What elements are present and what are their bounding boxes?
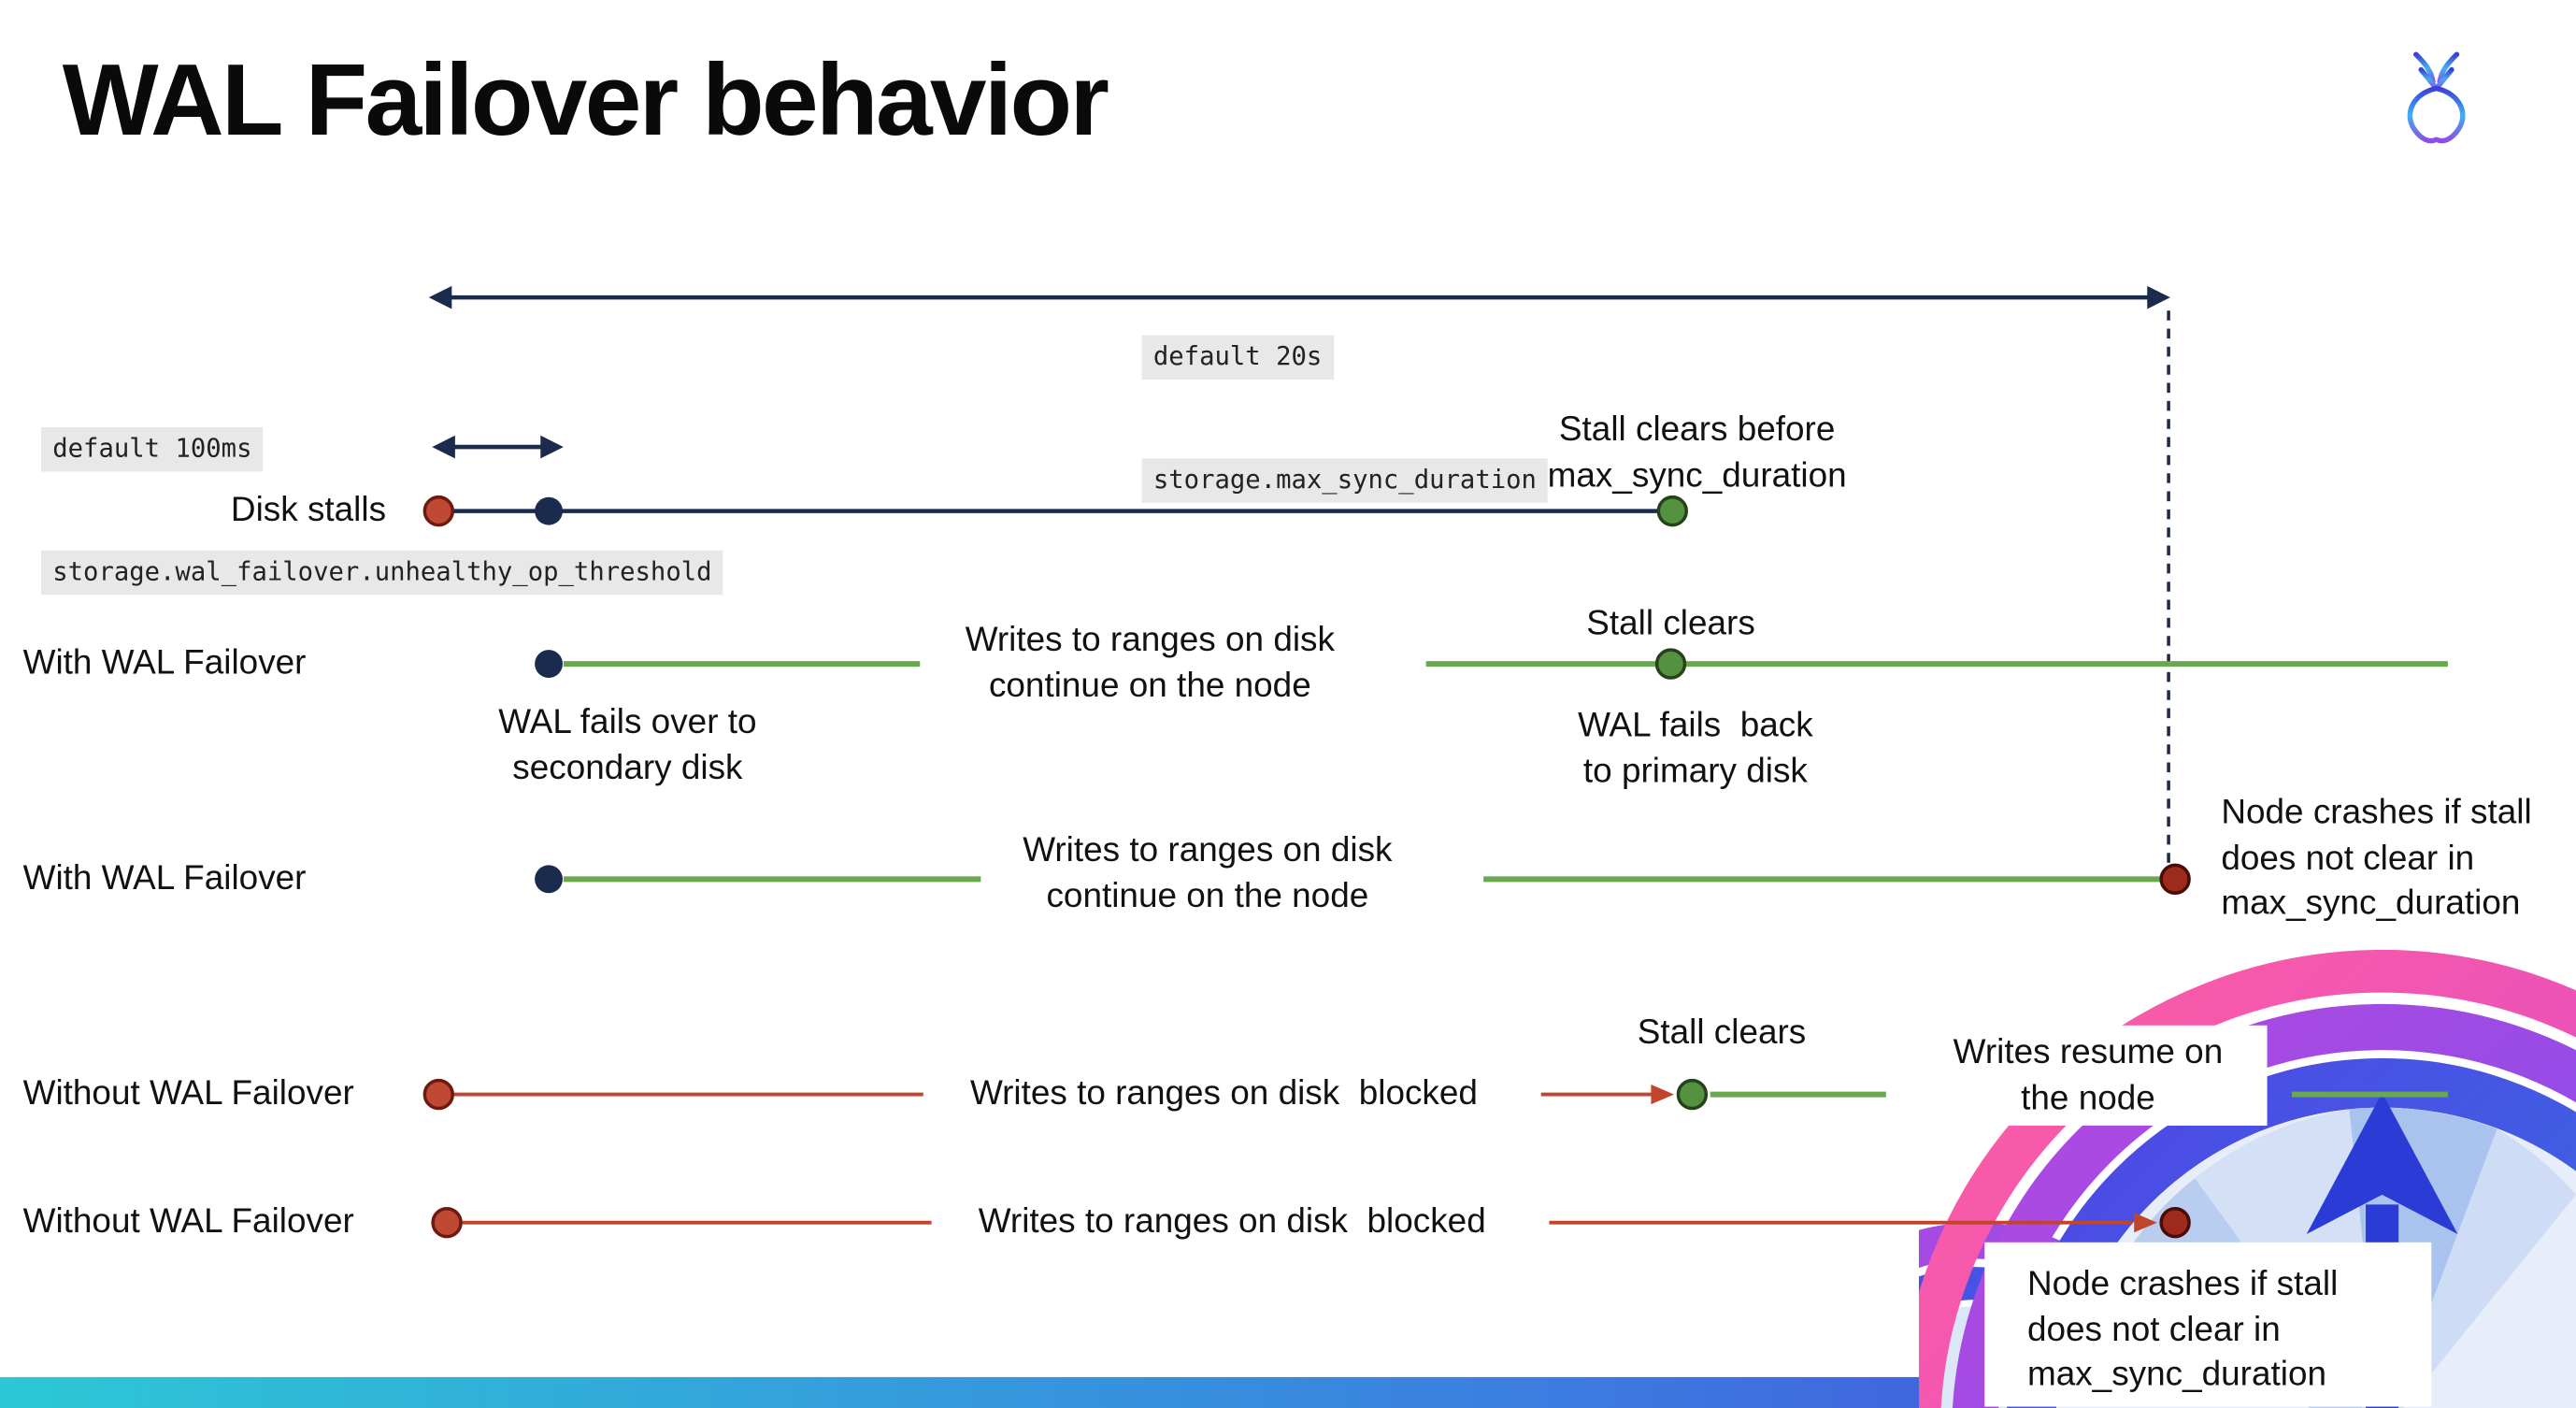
writes-resume-note: Writes resume on the node — [1909, 1025, 2268, 1127]
disk-stall-start-dot — [431, 1206, 463, 1239]
disk-stall-start-dot — [422, 495, 454, 527]
cockroachdb-logo-icon — [2394, 50, 2479, 153]
stall-clears-before-note: Stall clears before max_sync_duration — [1547, 410, 1847, 495]
arrowhead-right-icon — [1651, 1085, 1675, 1105]
timeline-without-failover-crashes — [431, 1206, 2191, 1239]
stall-clear-dot — [1656, 495, 1688, 527]
max-sync-duration-callout: default 20s storage.max_sync_duration — [1141, 256, 1549, 582]
stall-clear-dot — [1676, 1078, 1709, 1111]
node-crashes-note-1: Node crashes if stall does not clear in … — [2221, 793, 2532, 923]
wal-fails-back-note: WAL fails back to primary disk — [1578, 706, 1813, 790]
stall-clear-dot — [1654, 648, 1687, 680]
wal-fails-over-note: WAL fails over to secondary disk — [498, 703, 757, 787]
writes-continue-note-1: Writes to ranges on disk continue on the… — [965, 621, 1335, 705]
unhealthy-op-setting-label: storage.wal_failover.unhealthy_op_thresh… — [40, 550, 723, 596]
arrowhead-left-icon — [432, 435, 455, 459]
unhealthy-op-threshold-arrow — [432, 435, 564, 459]
writes-continue-note-2: Writes to ranges on disk continue on the… — [1023, 831, 1393, 915]
row-label-disk-stalls: Disk stalls — [230, 491, 387, 529]
unhealthy-op-default-label: default 100ms — [40, 427, 264, 472]
arrowhead-left-icon — [428, 285, 452, 309]
row-label-with-wal-failover-2: With WAL Failover — [22, 859, 307, 898]
row-label-with-wal-failover-1: With WAL Failover — [22, 644, 307, 682]
row-label-without-wal-failover-2: Without WAL Failover — [22, 1202, 354, 1242]
unhealthy-op-threshold-callout: default 100ms storage.wal_failover.unhea… — [40, 349, 723, 674]
node-crash-dot — [2159, 863, 2191, 896]
page-title: WAL Failover behavior — [62, 44, 1109, 158]
max-sync-default-label: default 20s — [1141, 335, 1334, 381]
failover-start-dot — [535, 650, 563, 679]
arrowhead-right-icon — [540, 435, 564, 459]
writes-blocked-note-1: Writes to ranges on disk blocked — [969, 1074, 1478, 1113]
threshold-reached-dot — [535, 496, 563, 525]
max-sync-setting-label: storage.max_sync_duration — [1141, 458, 1549, 504]
timeline-disk-stalls — [422, 495, 1688, 527]
arrowhead-right-icon — [2147, 285, 2170, 309]
stall-clears-note-2: Stall clears — [1637, 1013, 1807, 1052]
row-label-without-wal-failover-1: Without WAL Failover — [22, 1074, 354, 1113]
node-crashes-note-2: Node crashes if stall does not clear in … — [1984, 1242, 2432, 1407]
writes-blocked-note-2: Writes to ranges on disk blocked — [978, 1202, 1486, 1242]
disk-stall-start-dot — [422, 1078, 454, 1111]
timeline-with-failover-crashes — [535, 863, 2191, 896]
timeline-without-failover-recovers — [422, 1078, 2448, 1111]
stall-clears-note-1: Stall clears — [1586, 604, 1755, 643]
timeline-with-failover-recovers — [535, 648, 2448, 680]
failover-start-dot — [535, 865, 563, 894]
arrowhead-right-icon — [2134, 1213, 2157, 1233]
max-sync-duration-arrow — [428, 285, 2170, 309]
node-crash-dot — [2159, 1206, 2191, 1239]
cockroachdb-logo-svg — [2407, 51, 2466, 144]
